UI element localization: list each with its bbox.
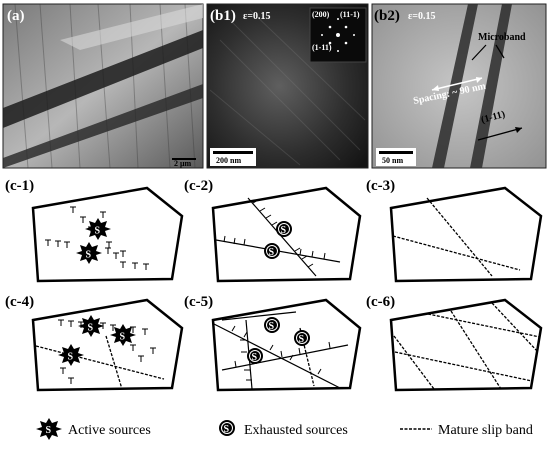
strain-label: ε=0.15 [243,11,270,22]
microband-label: Microband [478,32,526,43]
source-glyph: S [281,225,287,236]
scale-bar [379,151,413,154]
legend-exhausted-label: Exhausted sources [244,423,348,438]
panel-label-c3: (c-3) [366,178,395,194]
source-glyph: S [299,334,305,345]
source-glyph: S [269,247,275,258]
panel-label-c2: (c-2) [184,178,213,194]
direction-arrow [477,127,523,141]
tem-panel-b2: (b2) ε=0.15 Microband Spacing: ~ 90 nm (… [371,3,547,169]
panel-label-a: (a) [7,8,25,24]
active-source: S [58,344,84,366]
strain-label: ε=0.15 [408,11,435,22]
source-glyph: S [86,250,92,261]
schematic-c6: (c-6) [366,294,543,392]
exhausted-source: S [264,243,280,259]
source-glyph: S [269,321,275,332]
panel-label-b2: (b2) [374,8,400,24]
dark-band [3,30,203,128]
panel-label-b1: (b1) [210,8,236,24]
panel-label-c5: (c-5) [184,294,213,310]
panel-label-c4: (c-4) [5,294,34,310]
legend-exhausted-source-icon: S [219,420,235,436]
source-glyph: S [88,323,94,334]
scale-bar-label: 200 nm [216,156,241,165]
exhausted-source: S [294,330,310,346]
source-glyph: S [46,425,52,436]
scale-bar [213,151,253,154]
source-glyph: S [120,332,126,343]
microband [470,4,512,168]
schematic-c3: (c-3) [366,178,543,283]
saed-label: (11-1) [340,10,360,19]
spacing-arrow [431,77,483,91]
schematic-c5: (c-5) S S S [184,294,362,392]
saed-label: (1-11) [312,43,332,52]
panel-label-c1: (c-1) [5,178,34,194]
legend-mature-label: Mature slip band [438,423,533,438]
legend-active-source-icon: S [36,418,62,440]
dark-band [3,84,203,168]
exhausted-source: S [247,348,263,364]
active-source: S [110,324,136,346]
scale-bar-label: 50 nm [382,156,403,165]
legend-active-label: Active sources [68,423,151,438]
microband [432,4,478,168]
panel-label-c6: (c-6) [366,294,395,310]
tem-panel-a: (a) 2 μm [2,3,204,169]
scale-bar [172,158,196,160]
schematic-c4: (c-4) S S S [5,294,184,392]
active-source: S [85,218,111,240]
schematic-c2: (c-2) S S [184,178,362,283]
source-glyph: S [252,352,258,363]
source-glyph: S [95,226,101,237]
scale-bar-label: 2 μm [174,159,192,168]
active-source: S [78,315,104,337]
exhausted-source: S [276,221,292,237]
source-glyph: S [224,424,230,435]
active-source: S [76,242,102,264]
saed-label: (200) [312,10,330,19]
source-glyph: S [68,352,74,363]
exhausted-source: S [264,317,280,333]
legend: S Active sources S Exhausted sources Mat… [36,418,533,440]
schematic-c1: (c-1) S S [5,178,184,283]
tem-panel-b1: (200) (11-1) (1-11) (b1) ε=0.15 200 nm [206,3,369,169]
